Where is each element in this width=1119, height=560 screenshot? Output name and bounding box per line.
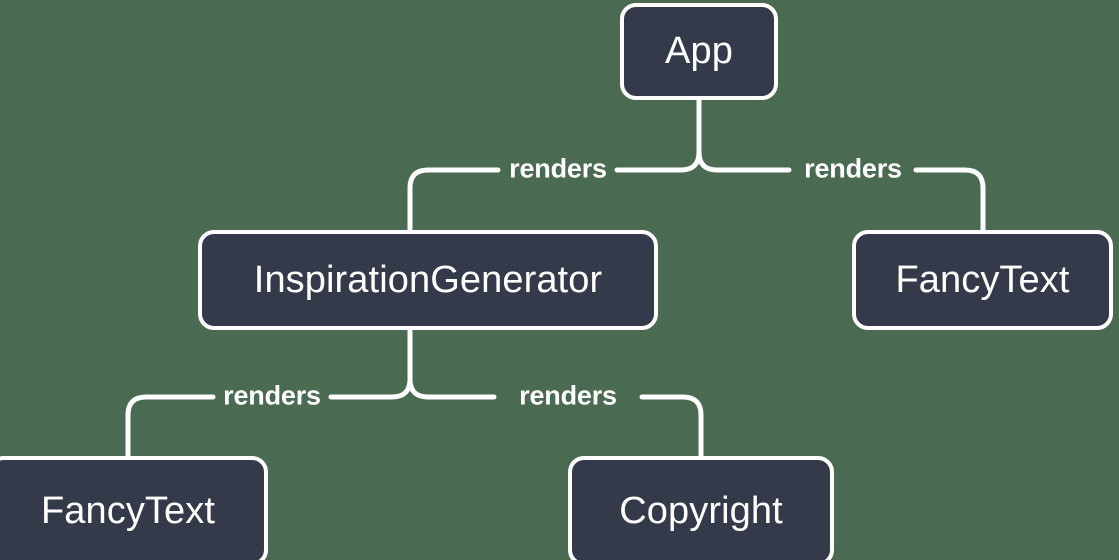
node-inspiration-generator-label: InspirationGenerator [253, 258, 603, 301]
edge-ig-split-left [328, 376, 413, 400]
node-fancytext-right-label: FancyText [895, 258, 1070, 301]
edge-label-inspiration-generator-to-fancytext: renders [223, 380, 321, 411]
edge-label-app-to-fancytext-right: renders [804, 153, 902, 184]
node-fancytext-right[interactable]: FancyText [852, 230, 1113, 330]
edge-label-inspiration-generator-to-copyright: renders [519, 380, 617, 411]
node-app[interactable]: App [620, 3, 778, 100]
edge-app-split-right [696, 149, 792, 173]
edge-app-to-fancytext-line [913, 167, 986, 233]
edge-app-to-inspiration-line [407, 167, 501, 233]
edge-label-app-to-inspiration-generator: renders [509, 153, 607, 184]
node-fancytext-bottom[interactable]: FancyText [0, 456, 268, 560]
node-fancytext-bottom-label: FancyText [40, 489, 216, 532]
node-inspiration-generator[interactable]: InspirationGenerator [198, 230, 658, 330]
node-copyright[interactable]: Copyright [568, 456, 834, 560]
node-app-label: App [665, 30, 733, 72]
edge-app-split-left [614, 149, 702, 173]
edge-ig-to-copyright-line [639, 394, 704, 459]
edge-ig-to-fancytext-line [125, 394, 216, 459]
node-copyright-label: Copyright [619, 489, 783, 532]
edge-ig-split-right [407, 376, 497, 400]
